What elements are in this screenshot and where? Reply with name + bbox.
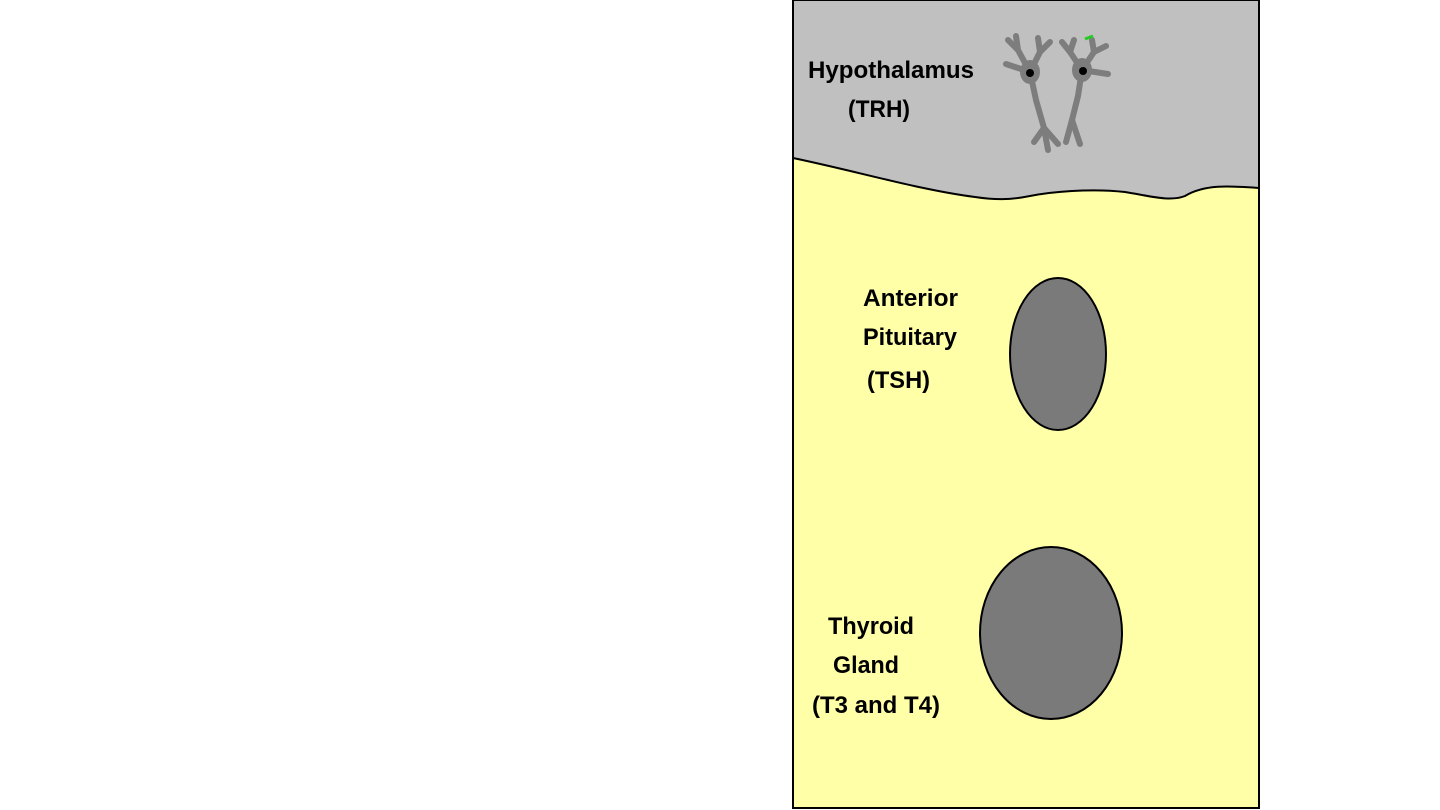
hypothalamus-boundary [792, 157, 1260, 201]
anterior-pituitary-label-line2: Pituitary [863, 324, 958, 351]
thyroid-label-line1: Thyroid [828, 613, 914, 640]
hypothalamus-label: Hypothalamus [808, 57, 974, 84]
thyroid-gland [979, 546, 1123, 720]
anterior-pituitary-label-line1: Anterior [863, 285, 958, 312]
neuron-nucleus-right [1079, 67, 1087, 75]
thyroid-hormone-label: (T3 and T4) [812, 692, 940, 719]
neuron-icon [1003, 33, 1111, 153]
diagram-frame [792, 0, 1260, 809]
thyroid-label-line2: Gland [833, 652, 899, 679]
neuron-nucleus-left [1026, 69, 1034, 77]
hypothalamus-region [793, 0, 1259, 200]
neuron-tip-accent [1084, 34, 1094, 41]
anterior-pituitary-gland [1009, 277, 1107, 431]
anterior-pituitary-hormone-label: (TSH) [867, 367, 930, 394]
hypothalamus-hormone-label: (TRH) [848, 96, 910, 123]
